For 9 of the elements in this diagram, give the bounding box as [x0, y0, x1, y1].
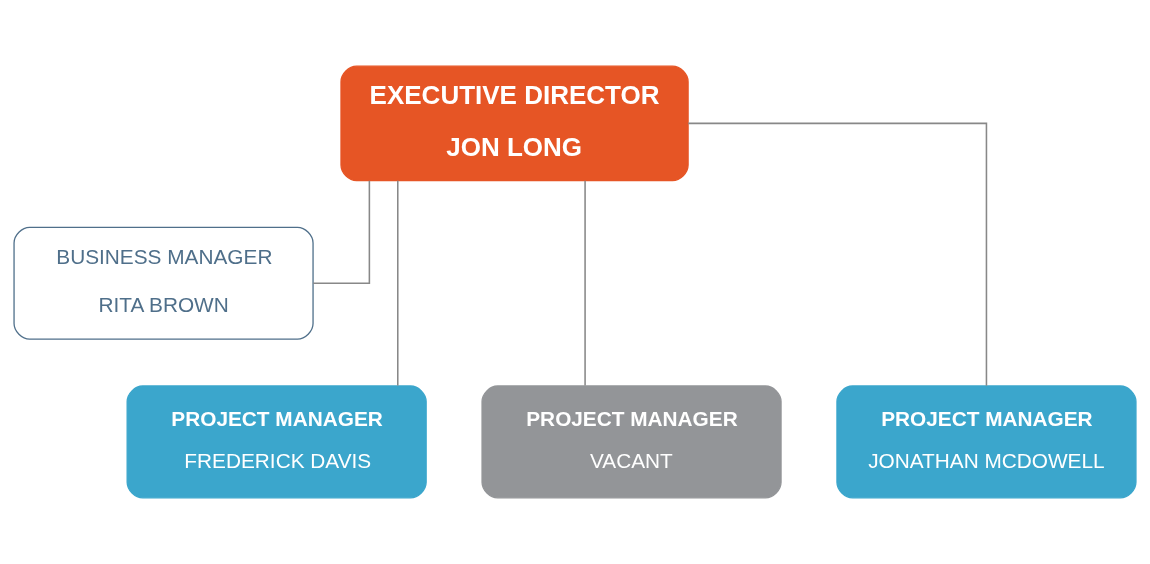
node-box: PROJECT MANAGER FREDERICK DAVIS [126, 385, 427, 499]
connector [584, 179, 586, 387]
connector [687, 122, 988, 387]
connector [397, 179, 399, 387]
node-box: EXECUTIVE DIRECTOR JON LONG [340, 65, 689, 182]
node-box: PROJECT MANAGER JONATHAN MCDOWELL [836, 385, 1137, 499]
node-box: PROJECT MANAGER VACANT [481, 385, 782, 499]
node-box: BUSINESS MANAGER RITA BROWN [13, 226, 314, 340]
connector [312, 179, 371, 285]
